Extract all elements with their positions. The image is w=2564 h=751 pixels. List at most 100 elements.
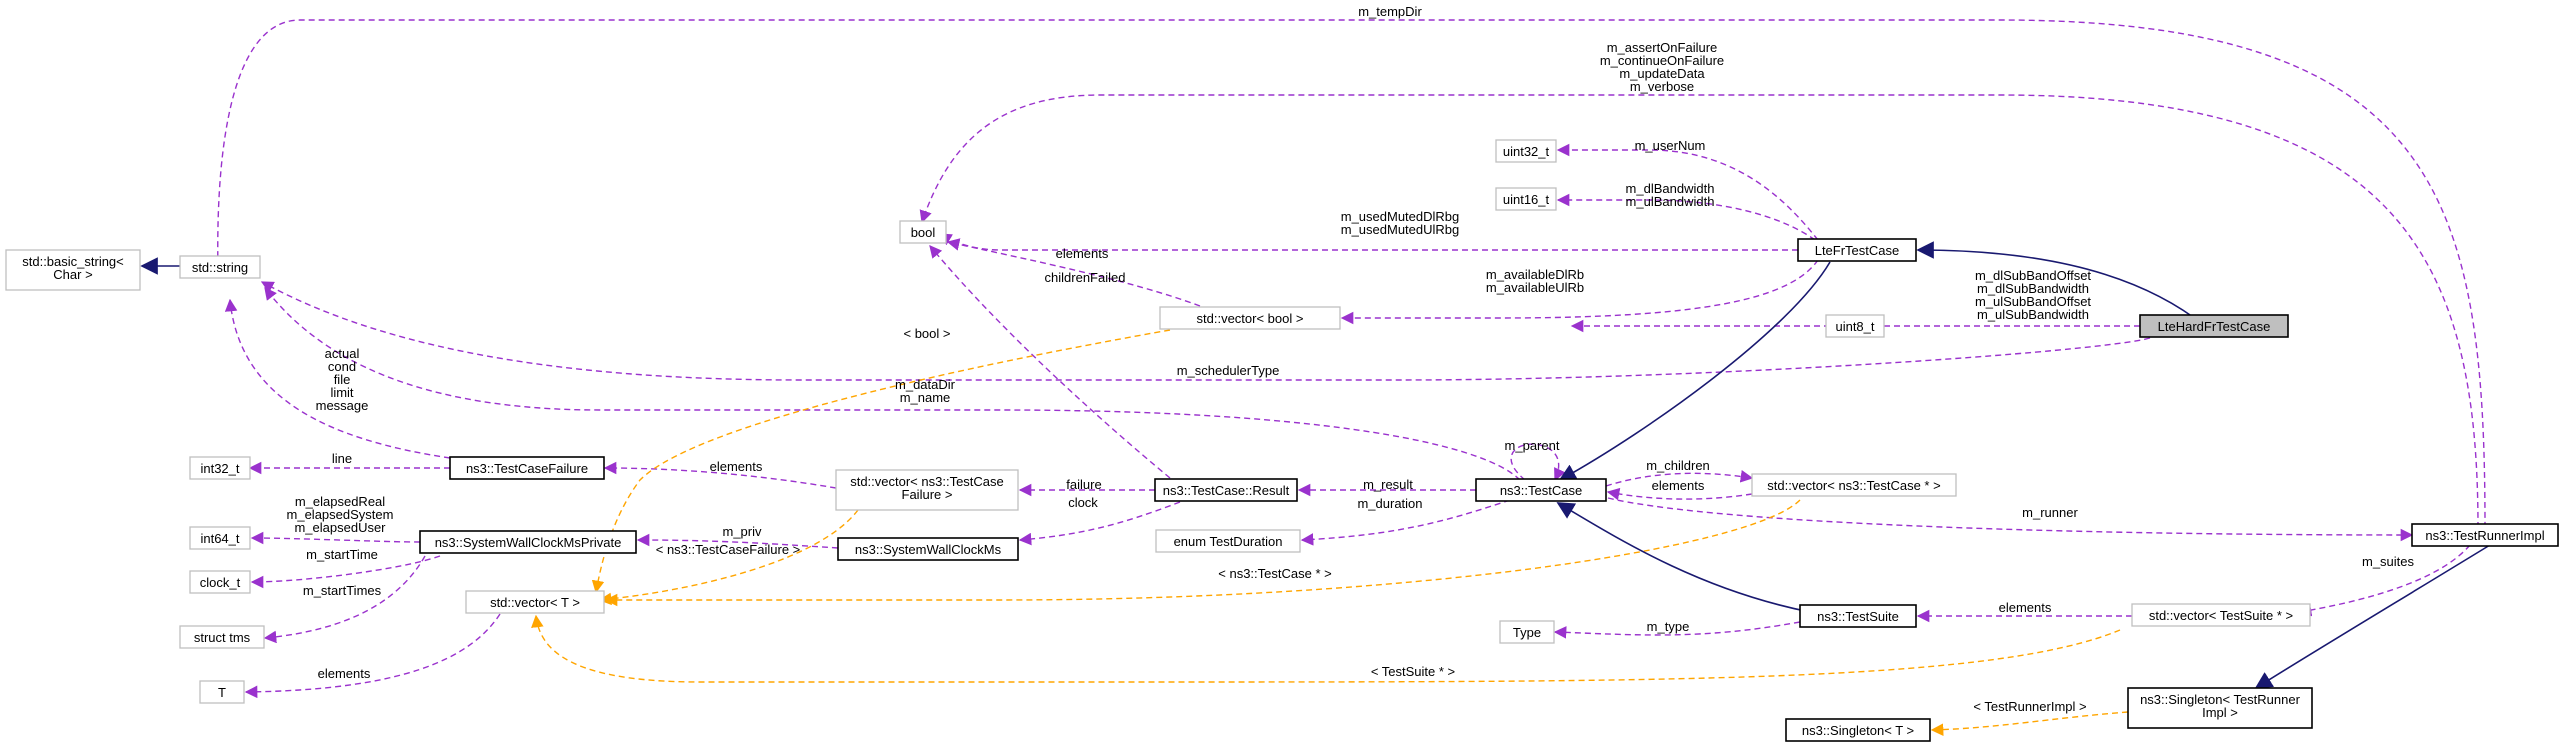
label-temp-dir: m_tempDir bbox=[1358, 4, 1422, 19]
edge-hard-inherit-fr bbox=[1916, 241, 2206, 327]
edge-clock bbox=[1018, 501, 1181, 546]
node-int64-label: int64_t bbox=[200, 531, 239, 546]
label-failure-elements: elements bbox=[710, 459, 763, 474]
edge-dirs bbox=[264, 286, 1521, 481]
label-priv: m_priv bbox=[722, 524, 762, 539]
text-line: message bbox=[316, 398, 369, 413]
node-vector-T[interactable]: std::vector< T > bbox=[465, 590, 605, 614]
node-bool[interactable]: bool bbox=[899, 220, 947, 244]
label-children-failed: childrenFailed bbox=[1045, 270, 1126, 285]
edge-user-num bbox=[1556, 143, 1819, 241]
edge-failure-elements bbox=[603, 461, 837, 489]
label-bool-tmpl: < bool > bbox=[904, 326, 951, 341]
node-runner-impl-label: ns3::TestRunnerImpl bbox=[2425, 528, 2544, 543]
node-vector-bool[interactable]: std::vector< bool > bbox=[1159, 306, 1341, 330]
node-vector-suite-label: std::vector< TestSuite * > bbox=[2149, 608, 2293, 623]
node-T-label: T bbox=[218, 685, 226, 700]
label-type: m_type bbox=[1647, 619, 1690, 634]
label-runner: m_runner bbox=[2022, 505, 2078, 520]
text-line: m_elapsedUser bbox=[294, 520, 386, 535]
text-line: std::basic_string< bbox=[22, 254, 124, 269]
text-line: m_dlSubBandOffset bbox=[1975, 268, 2091, 283]
label-start-time: m_startTime bbox=[306, 547, 378, 562]
node-test-case-failure[interactable]: ns3::TestCaseFailure bbox=[449, 456, 605, 480]
node-enum-duration-label: enum TestDuration bbox=[1174, 534, 1283, 549]
text-line: m_ulSubBandOffset bbox=[1975, 294, 2091, 309]
text-line: m_assertOnFailure bbox=[1607, 40, 1718, 55]
node-vector-bool-label: std::vector< bool > bbox=[1197, 311, 1304, 326]
node-type-label: Type bbox=[1513, 625, 1541, 640]
node-uint16-label: uint16_t bbox=[1503, 192, 1550, 207]
text-line: m_dataDir bbox=[895, 377, 956, 392]
edge-temp-dir bbox=[211, 19, 2486, 529]
node-singleton-T-label: ns3::Singleton< T > bbox=[1802, 723, 1914, 738]
node-type[interactable]: Type bbox=[1499, 620, 1555, 644]
edge-runner-bools bbox=[919, 94, 2479, 529]
node-runner-impl[interactable]: ns3::TestRunnerImpl bbox=[2411, 523, 2559, 547]
node-bool-label: bool bbox=[911, 225, 936, 240]
edges bbox=[140, 19, 2491, 736]
label-suites: m_suites bbox=[2362, 554, 2415, 569]
node-vector-testcase[interactable]: std::vector< ns3::TestCase * > bbox=[1751, 473, 1957, 497]
node-system-private[interactable]: ns3::SystemWallClockMsPrivate bbox=[419, 530, 637, 554]
edge-tc-elements bbox=[1606, 487, 1753, 501]
node-struct-tms[interactable]: struct tms bbox=[179, 625, 265, 649]
label-tc-elements: elements bbox=[1652, 478, 1705, 493]
label-children: m_children bbox=[1646, 458, 1710, 473]
label-user-num: m_userNum bbox=[1635, 138, 1706, 153]
edge-suite-inherit-tc bbox=[1556, 502, 1811, 613]
text-line: m_dlBandwidth bbox=[1626, 181, 1715, 196]
label-t-elements: elements bbox=[318, 666, 371, 681]
edge-children bbox=[1605, 470, 1754, 487]
text-line: m_dlSubBandwidth bbox=[1977, 281, 2089, 296]
node-test-suite[interactable]: ns3::TestSuite bbox=[1799, 604, 1917, 628]
text-line: m_name bbox=[900, 390, 951, 405]
text-line: m_continueOnFailure bbox=[1600, 53, 1724, 68]
node-uint32-label: uint32_t bbox=[1503, 144, 1550, 159]
text-line: m_ulSubBandwidth bbox=[1977, 307, 2089, 322]
label-line: line bbox=[332, 451, 352, 466]
edge-failure-fields bbox=[224, 298, 451, 459]
node-lte-hard[interactable]: LteHardFrTestCase bbox=[2139, 314, 2289, 338]
node-T[interactable]: T bbox=[199, 680, 245, 704]
edge-priv bbox=[636, 533, 839, 549]
text-line: file bbox=[334, 372, 351, 387]
label-failure: failure bbox=[1066, 477, 1101, 492]
text-line: ns3::Singleton< TestRunner bbox=[2140, 692, 2301, 707]
node-lte-fr[interactable]: LteFrTestCase bbox=[1797, 238, 1917, 262]
node-uint16[interactable]: uint16_t bbox=[1495, 187, 1557, 211]
node-uint32[interactable]: uint32_t bbox=[1495, 139, 1557, 163]
node-lte-hard-label: LteHardFrTestCase bbox=[2158, 319, 2271, 334]
edge-duration bbox=[1300, 499, 1511, 546]
text-line: m_ulBandwidth bbox=[1626, 194, 1715, 209]
node-system-ms[interactable]: ns3::SystemWallClockMs bbox=[837, 537, 1019, 561]
node-int64[interactable]: int64_t bbox=[189, 526, 251, 550]
node-result[interactable]: ns3::TestCase::Result bbox=[1154, 478, 1298, 502]
text-line: m_verbose bbox=[1630, 79, 1694, 94]
nodes: std::basic_string<Char > std::string int… bbox=[5, 139, 2559, 742]
label-start-times: m_startTimes bbox=[303, 583, 382, 598]
label-suite-tmpl: < TestSuite * > bbox=[1371, 664, 1455, 679]
node-uint8[interactable]: uint8_t bbox=[1825, 314, 1885, 338]
node-int32[interactable]: int32_t bbox=[189, 456, 251, 480]
node-uint8-label: uint8_t bbox=[1835, 319, 1874, 334]
node-basic-string[interactable]: std::basic_string<Char > bbox=[5, 249, 141, 291]
text-line: m_elapsedSystem bbox=[287, 507, 394, 522]
node-clock-t[interactable]: clock_t bbox=[189, 570, 251, 594]
node-enum-duration[interactable]: enum TestDuration bbox=[1155, 529, 1301, 553]
node-vector-suite[interactable]: std::vector< TestSuite * > bbox=[2131, 603, 2311, 627]
node-std-string[interactable]: std::string bbox=[179, 255, 261, 279]
node-test-case[interactable]: ns3::TestCase bbox=[1475, 478, 1607, 502]
node-singleton-T[interactable]: ns3::Singleton< T > bbox=[1785, 718, 1931, 742]
